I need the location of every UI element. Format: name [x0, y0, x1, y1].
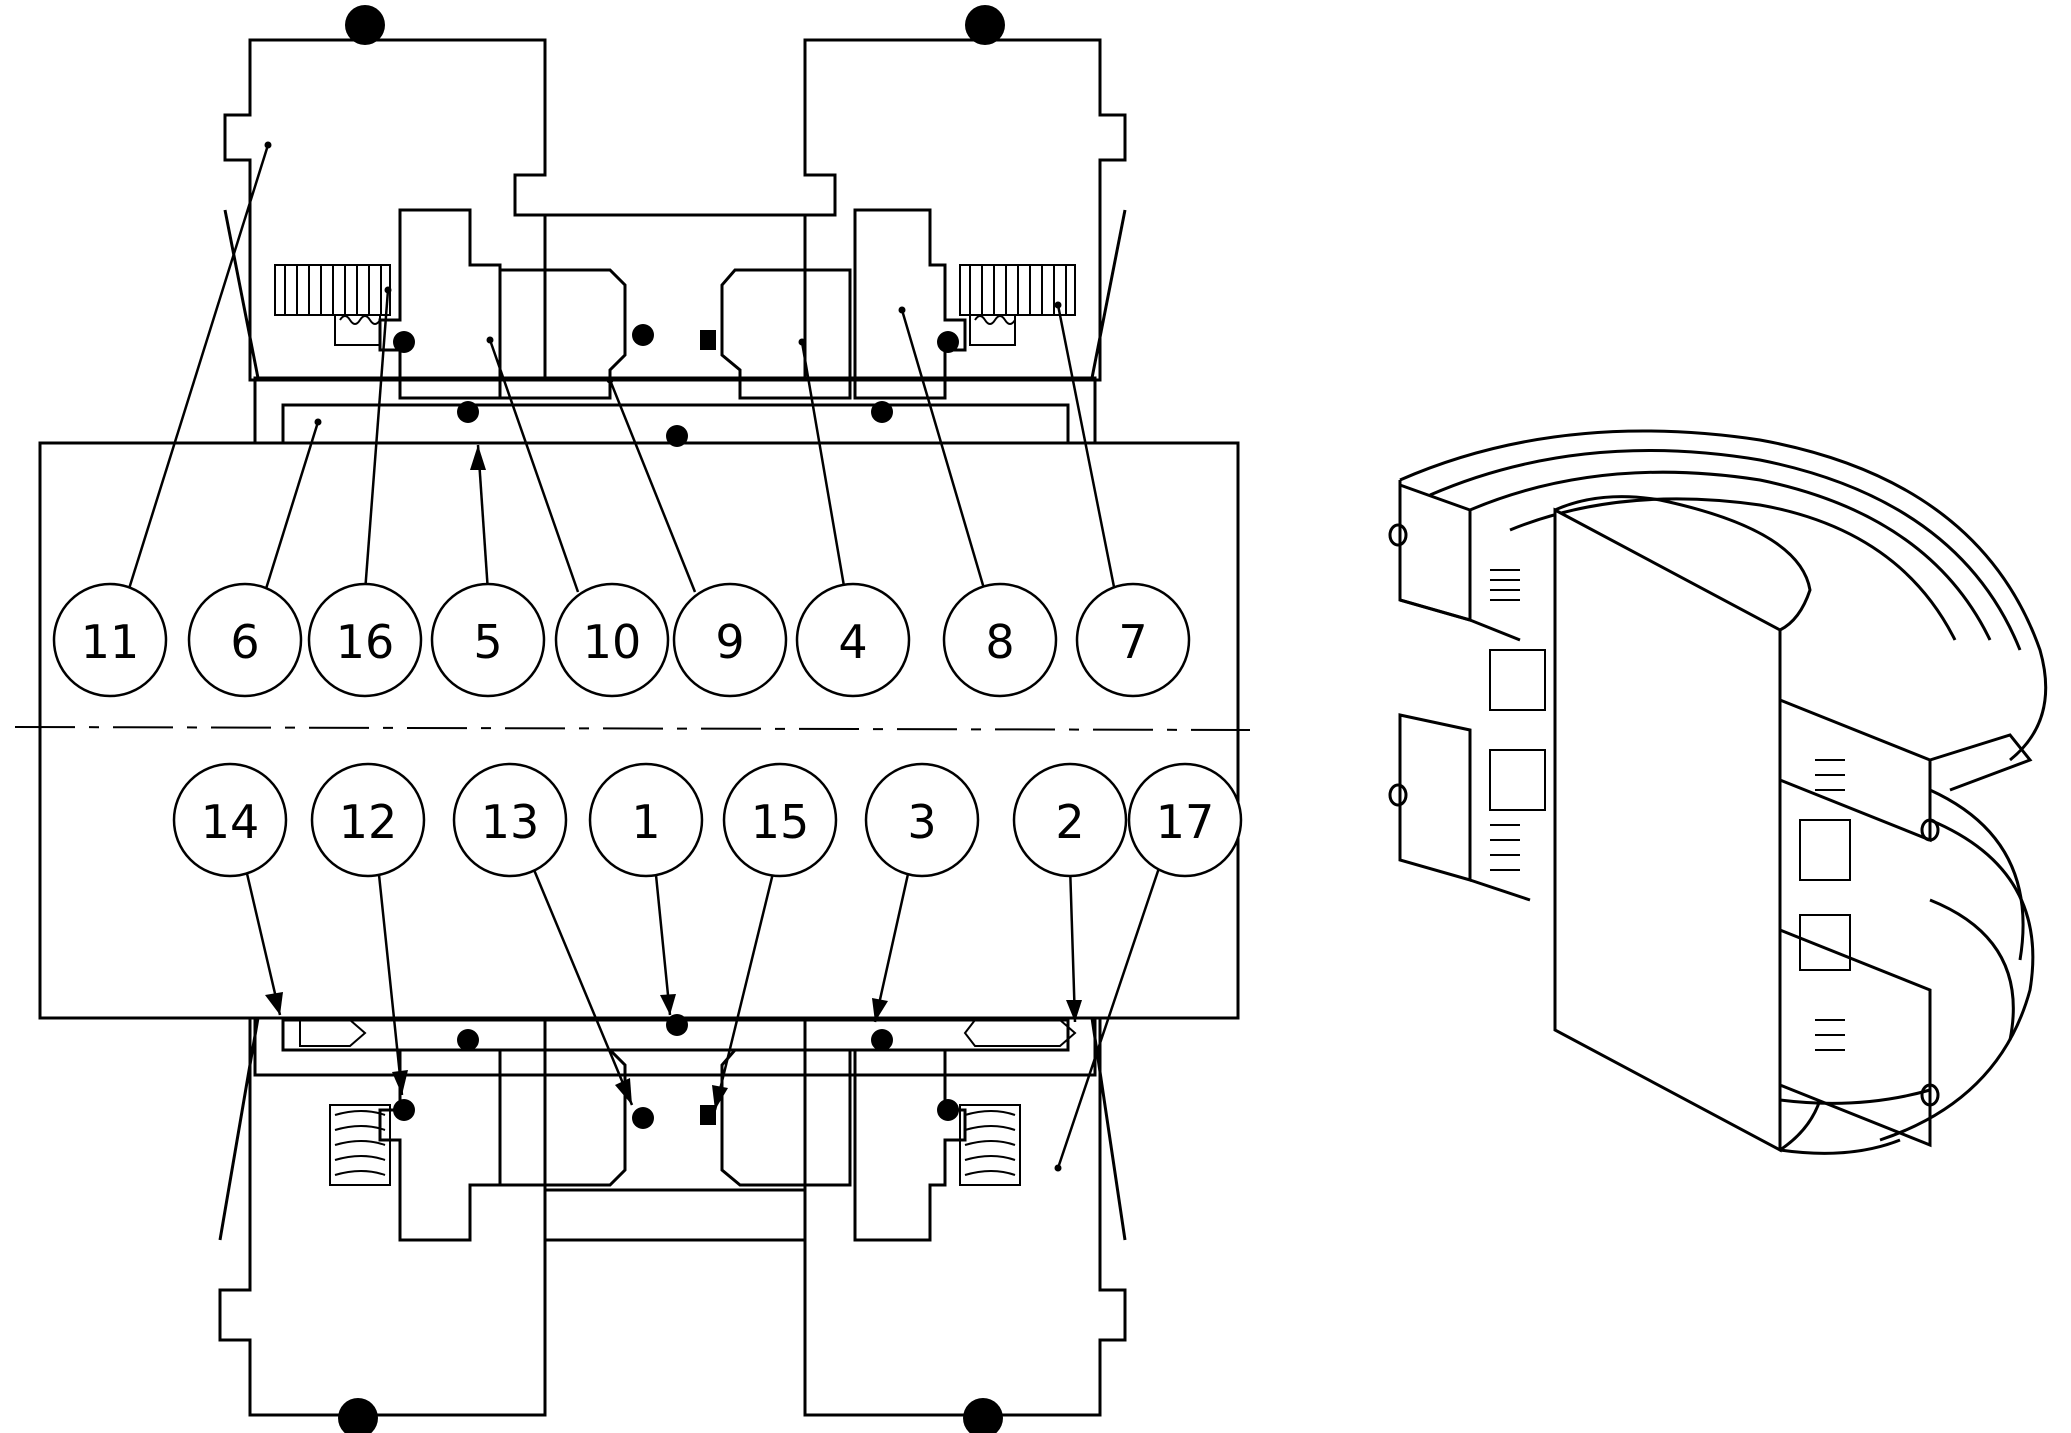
- svg-text:14: 14: [201, 795, 260, 849]
- seal-ring-left-upper: [498, 268, 627, 400]
- svg-text:5: 5: [473, 615, 502, 669]
- balloon-1: 1: [588, 762, 704, 878]
- svg-text:12: 12: [339, 795, 398, 849]
- shaft-section-face: [1553, 507, 1782, 1153]
- balloon-13: 13: [452, 762, 568, 878]
- balloon-7: 7: [1075, 582, 1191, 698]
- lower-right-gland: [803, 1013, 1127, 1417]
- lower-left-gland: [218, 1013, 547, 1417]
- balloon-4: 4: [795, 582, 911, 698]
- svg-text:11: 11: [81, 615, 140, 669]
- svg-text:13: 13: [481, 795, 540, 849]
- balloon-12: 12: [310, 762, 426, 878]
- balloon-14: 14: [172, 762, 288, 878]
- upper-center-spacer: [543, 213, 807, 382]
- isometric-cutaway-view: [1388, 429, 2048, 1155]
- balloon-11: 11: [52, 582, 168, 698]
- svg-text:8: 8: [985, 615, 1014, 669]
- shaft: [38, 441, 1240, 1020]
- svg-text:17: 17: [1156, 795, 1215, 849]
- svg-text:16: 16: [336, 615, 395, 669]
- svg-text:7: 7: [1118, 615, 1147, 669]
- balloon-3: 3: [864, 762, 980, 878]
- rotor-left-upper: [378, 208, 502, 400]
- upper-right-gland: [803, 38, 1127, 382]
- section-view: 11 6 16 5 10 9 4 8 7 14 12 13 1 15 3 2 1…: [14, 5, 1251, 1433]
- rotor-right-lower: [853, 1048, 967, 1242]
- svg-text:15: 15: [751, 795, 810, 849]
- svg-text:1: 1: [631, 795, 660, 849]
- leaders-bottom: [243, 864, 1162, 1169]
- spring-right-upper: [959, 264, 1076, 346]
- seal-ring-left-lower: [498, 1048, 627, 1187]
- spring-right-lower: [959, 1104, 1021, 1186]
- lower-center-spacer: [543, 1188, 807, 1242]
- balloon-15: 15: [722, 762, 838, 878]
- seal-ring-right-lower: [720, 1048, 852, 1187]
- svg-text:9: 9: [715, 615, 744, 669]
- spring-left-lower: [329, 1104, 391, 1186]
- seal-ring-right-upper: [720, 268, 852, 400]
- balloon-8: 8: [942, 582, 1058, 698]
- balloon-2: 2: [1012, 762, 1128, 878]
- leaders-top: [126, 144, 1117, 593]
- balloon-6: 6: [187, 582, 303, 698]
- balloon-16: 16: [307, 582, 423, 698]
- svg-text:2: 2: [1055, 795, 1084, 849]
- o-rings: [338, 5, 1005, 1433]
- rotor-right-upper: [853, 208, 967, 400]
- shaft-centerline: [14, 726, 1251, 731]
- svg-text:4: 4: [838, 615, 867, 669]
- svg-text:6: 6: [230, 615, 259, 669]
- svg-text:10: 10: [583, 615, 642, 669]
- balloon-5: 5: [430, 582, 546, 698]
- spring-left-upper: [274, 264, 391, 346]
- svg-text:3: 3: [907, 795, 936, 849]
- balloon-10: 10: [554, 582, 670, 698]
- rotor-left-lower: [378, 1048, 502, 1242]
- balloon-17: 17: [1127, 762, 1243, 878]
- balloon-9: 9: [672, 582, 788, 698]
